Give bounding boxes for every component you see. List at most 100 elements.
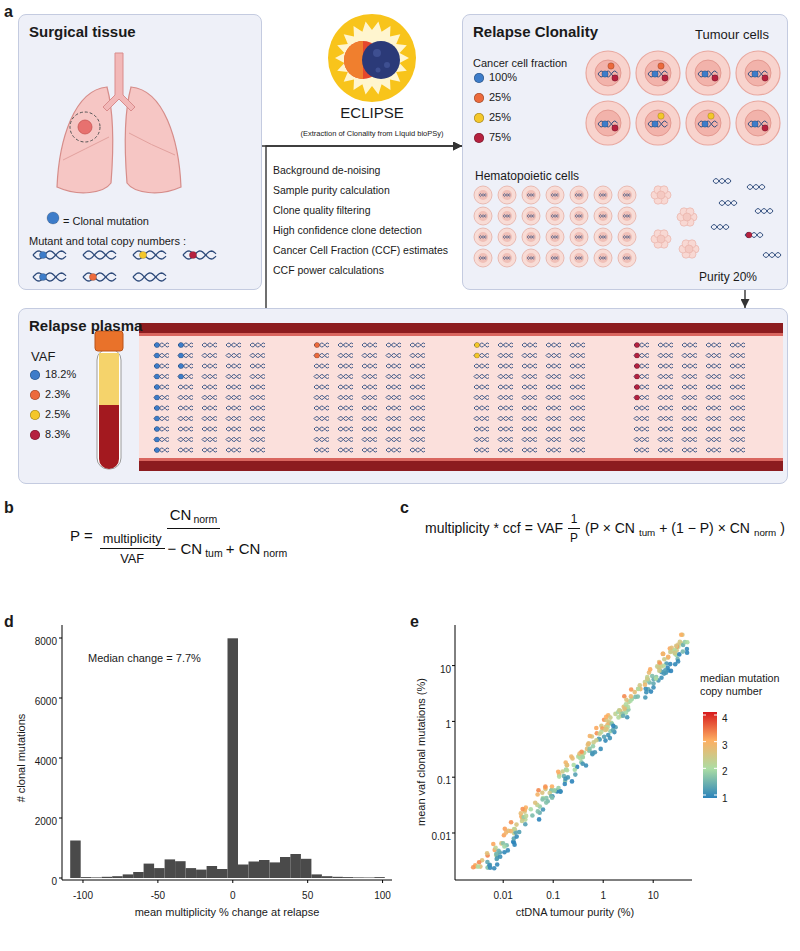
cell-nucleus [550, 253, 560, 263]
scatter-point [586, 741, 591, 746]
panel-text-holder: = Clonal mutation [63, 211, 149, 229]
dna-strand [154, 448, 169, 452]
dna-strand [386, 406, 401, 410]
mutation-dot [474, 353, 479, 358]
equation-term: − CN [168, 540, 203, 558]
dna-strand [719, 201, 737, 206]
dna-strand [658, 364, 673, 368]
dna-strand [658, 417, 673, 421]
dna-strand [314, 385, 329, 389]
scatter-point [603, 728, 608, 733]
histogram-bar [249, 862, 260, 879]
dna-strand [250, 417, 265, 421]
dna-strand [682, 448, 697, 452]
scatter-point [624, 702, 629, 707]
hematopoietic-cell [594, 228, 612, 246]
dna-strand [479, 236, 487, 239]
dna-strand [570, 396, 585, 400]
dna-strand [599, 236, 607, 239]
dna-strand [570, 406, 585, 410]
scatter-point [523, 822, 528, 827]
scatter-point [597, 731, 602, 736]
scatter-point [598, 747, 603, 752]
dna-strand [314, 417, 329, 421]
dna-strand [634, 448, 649, 452]
axis-title-holder: ctDNA tumour purity (%) [516, 902, 635, 920]
scatter-point [673, 651, 678, 656]
dna-strand [527, 257, 535, 260]
method-step-holder: Background de-noising [273, 160, 380, 178]
dna-strand [634, 385, 649, 389]
blood-tube [97, 349, 121, 469]
dna-strand [682, 354, 697, 358]
mutation-dot [178, 374, 183, 379]
mutation-dot [602, 121, 608, 127]
dna-strand [154, 385, 169, 389]
cell-nucleus [502, 232, 512, 242]
dna-strand [551, 257, 559, 260]
scatter-point [514, 834, 519, 839]
dna-strand [570, 417, 585, 421]
dna-strand [570, 417, 585, 421]
axis-line [62, 880, 392, 881]
dna-strand [634, 364, 649, 368]
dna-strand [314, 406, 329, 410]
axis-title: mean vaf clonal mutations (%) [415, 678, 428, 826]
dna-strand [575, 194, 583, 197]
scatter-point [512, 843, 517, 848]
dna-strand [599, 194, 607, 197]
dna-strand [154, 364, 169, 368]
axis-tick [232, 880, 233, 883]
panel-letter: d [4, 612, 14, 631]
dna-strand [178, 448, 193, 452]
dna-strand [474, 375, 489, 379]
dna-strand [314, 364, 329, 368]
dna-strand [178, 448, 193, 452]
dna-strand [648, 121, 668, 127]
dna-strand [474, 438, 489, 442]
cell-nucleus [695, 60, 721, 86]
mutation-dot [634, 395, 639, 400]
mutation-dot [634, 374, 639, 379]
dna-strand [154, 354, 169, 358]
scatter-point [571, 763, 576, 768]
axis-tick [59, 698, 62, 699]
scatter-point [487, 863, 492, 868]
legend-swatch [474, 113, 484, 123]
dna-strand [362, 417, 377, 421]
method-step: CCF power calculations [273, 264, 384, 277]
cell-nucleus [550, 190, 560, 200]
dna-strand [362, 406, 377, 410]
dna-strand [623, 257, 631, 260]
dna-strand [474, 385, 489, 389]
dna-strand [338, 396, 353, 400]
dna-strand [33, 273, 66, 281]
panel-letter: a [4, 2, 13, 21]
legend-swatch [474, 133, 484, 143]
dna-strand [634, 375, 649, 379]
dna-strand [386, 427, 401, 431]
histogram-bar [364, 877, 375, 879]
dna-strand [730, 406, 745, 410]
axis-tick-label: 4000 [35, 756, 57, 768]
mutation-dot [178, 353, 183, 358]
dna-strand [386, 396, 401, 400]
mutation-dot [39, 251, 46, 258]
dna-strand [698, 121, 718, 127]
dna-strand [745, 233, 763, 238]
histogram-bar [270, 862, 281, 878]
dna-strand [498, 364, 513, 368]
dna-strand [362, 438, 377, 442]
dna-strand [410, 385, 425, 389]
dna-strand [386, 375, 401, 379]
axis-line [455, 880, 692, 881]
dna-strand [386, 343, 401, 347]
axis-tick-label-holder: 0 [51, 871, 57, 889]
dna-strand [711, 225, 729, 230]
dna-strand [154, 354, 169, 358]
histogram-bar [280, 857, 291, 878]
dna-strand [386, 448, 401, 452]
mutation-dot [702, 121, 708, 127]
dna-strand [226, 406, 241, 410]
dna-strand [498, 364, 513, 368]
